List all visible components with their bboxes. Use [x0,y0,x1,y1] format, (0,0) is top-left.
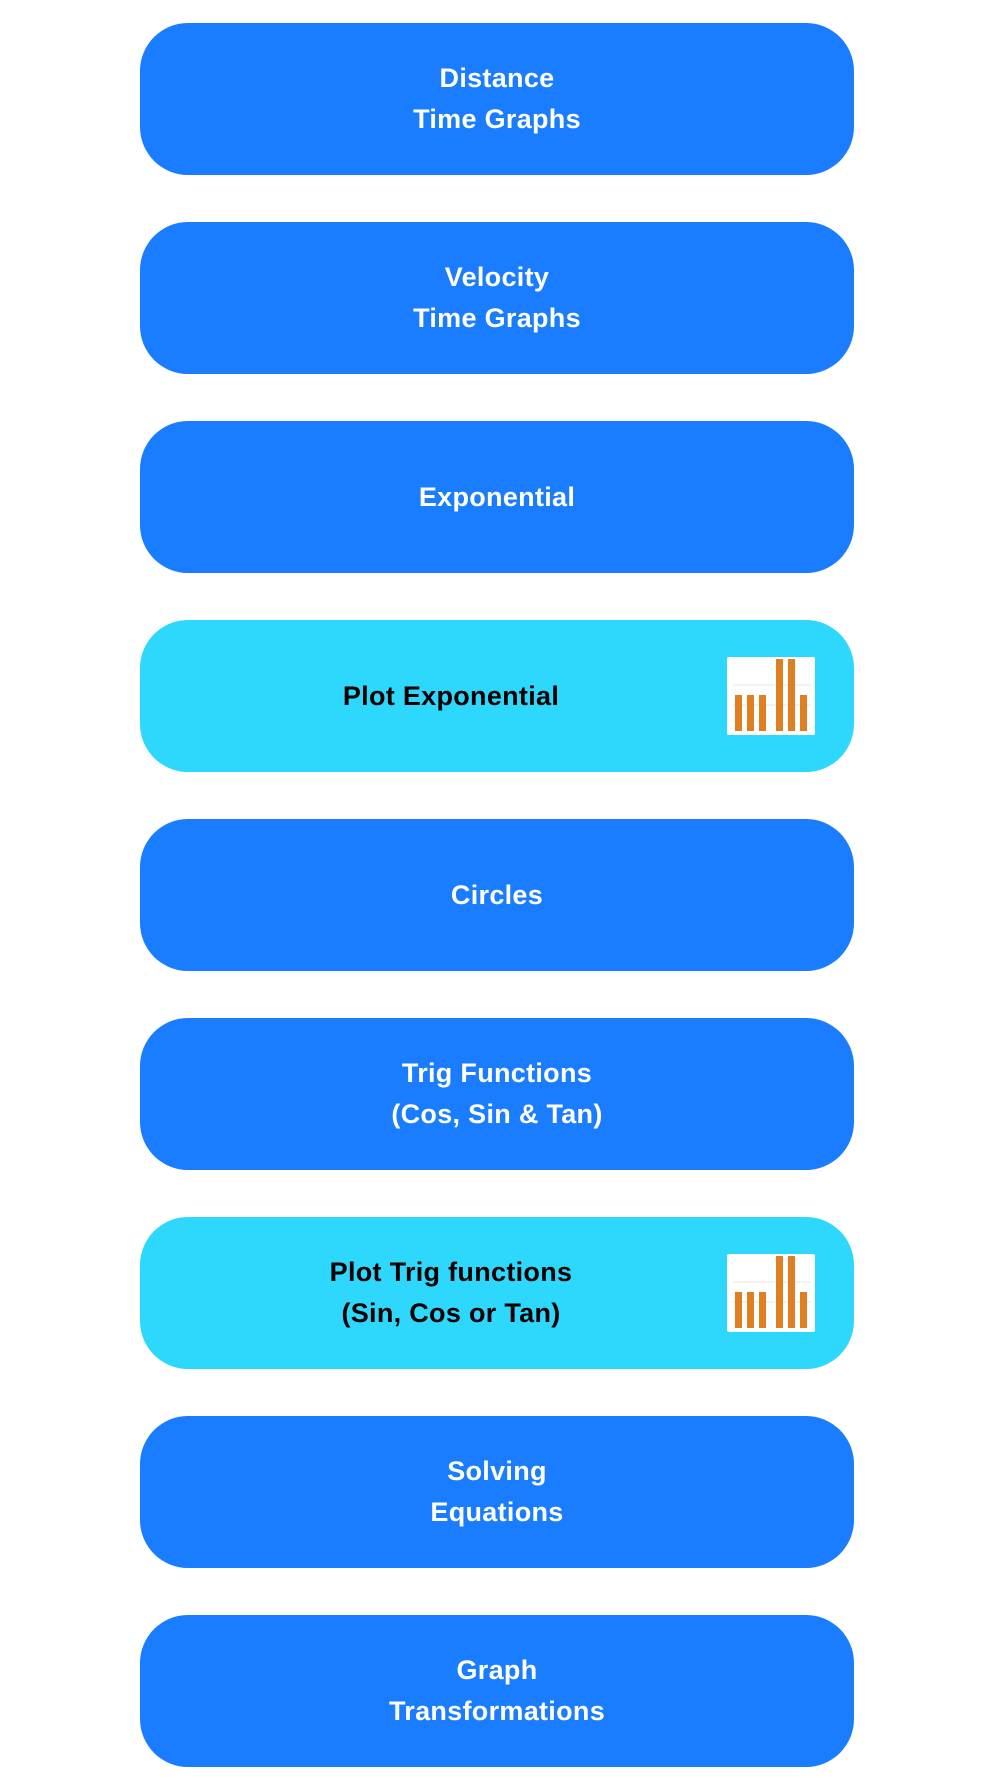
button-label: Graph Transformations [388,1655,606,1726]
circles-button[interactable]: Circles [140,819,854,971]
exponential-button[interactable]: Exponential [140,421,854,573]
bar-chart-icon-graphic [733,659,811,731]
button-label: Exponential [418,481,576,512]
topic-menu: Distance Time Graphs Velocity Time Graph… [140,23,854,1767]
bar-chart-icon [727,1254,815,1332]
button-label: Trig Functions (Cos, Sin & Tan) [391,1058,603,1129]
trig-functions-button[interactable]: Trig Functions (Cos, Sin & Tan) [140,1018,854,1170]
button-label: Plot Exponential [342,680,560,711]
button-label: Velocity Time Graphs [413,262,581,333]
solving-equations-button[interactable]: Solving Equations [140,1416,854,1568]
distance-time-graphs-button[interactable]: Distance Time Graphs [140,23,854,175]
button-label: Solving Equations [430,1456,564,1527]
button-label: Circles [450,879,544,910]
bar-chart-icon [727,657,815,735]
bar-chart-icon-graphic [733,1256,811,1328]
plot-exponential-button[interactable]: Plot Exponential [140,620,854,772]
button-label: Plot Trig functions (Sin, Cos or Tan) [329,1257,573,1328]
velocity-time-graphs-button[interactable]: Velocity Time Graphs [140,222,854,374]
plot-trig-functions-button[interactable]: Plot Trig functions (Sin, Cos or Tan) [140,1217,854,1369]
graph-transformations-button[interactable]: Graph Transformations [140,1615,854,1767]
button-label: Distance Time Graphs [413,63,581,134]
